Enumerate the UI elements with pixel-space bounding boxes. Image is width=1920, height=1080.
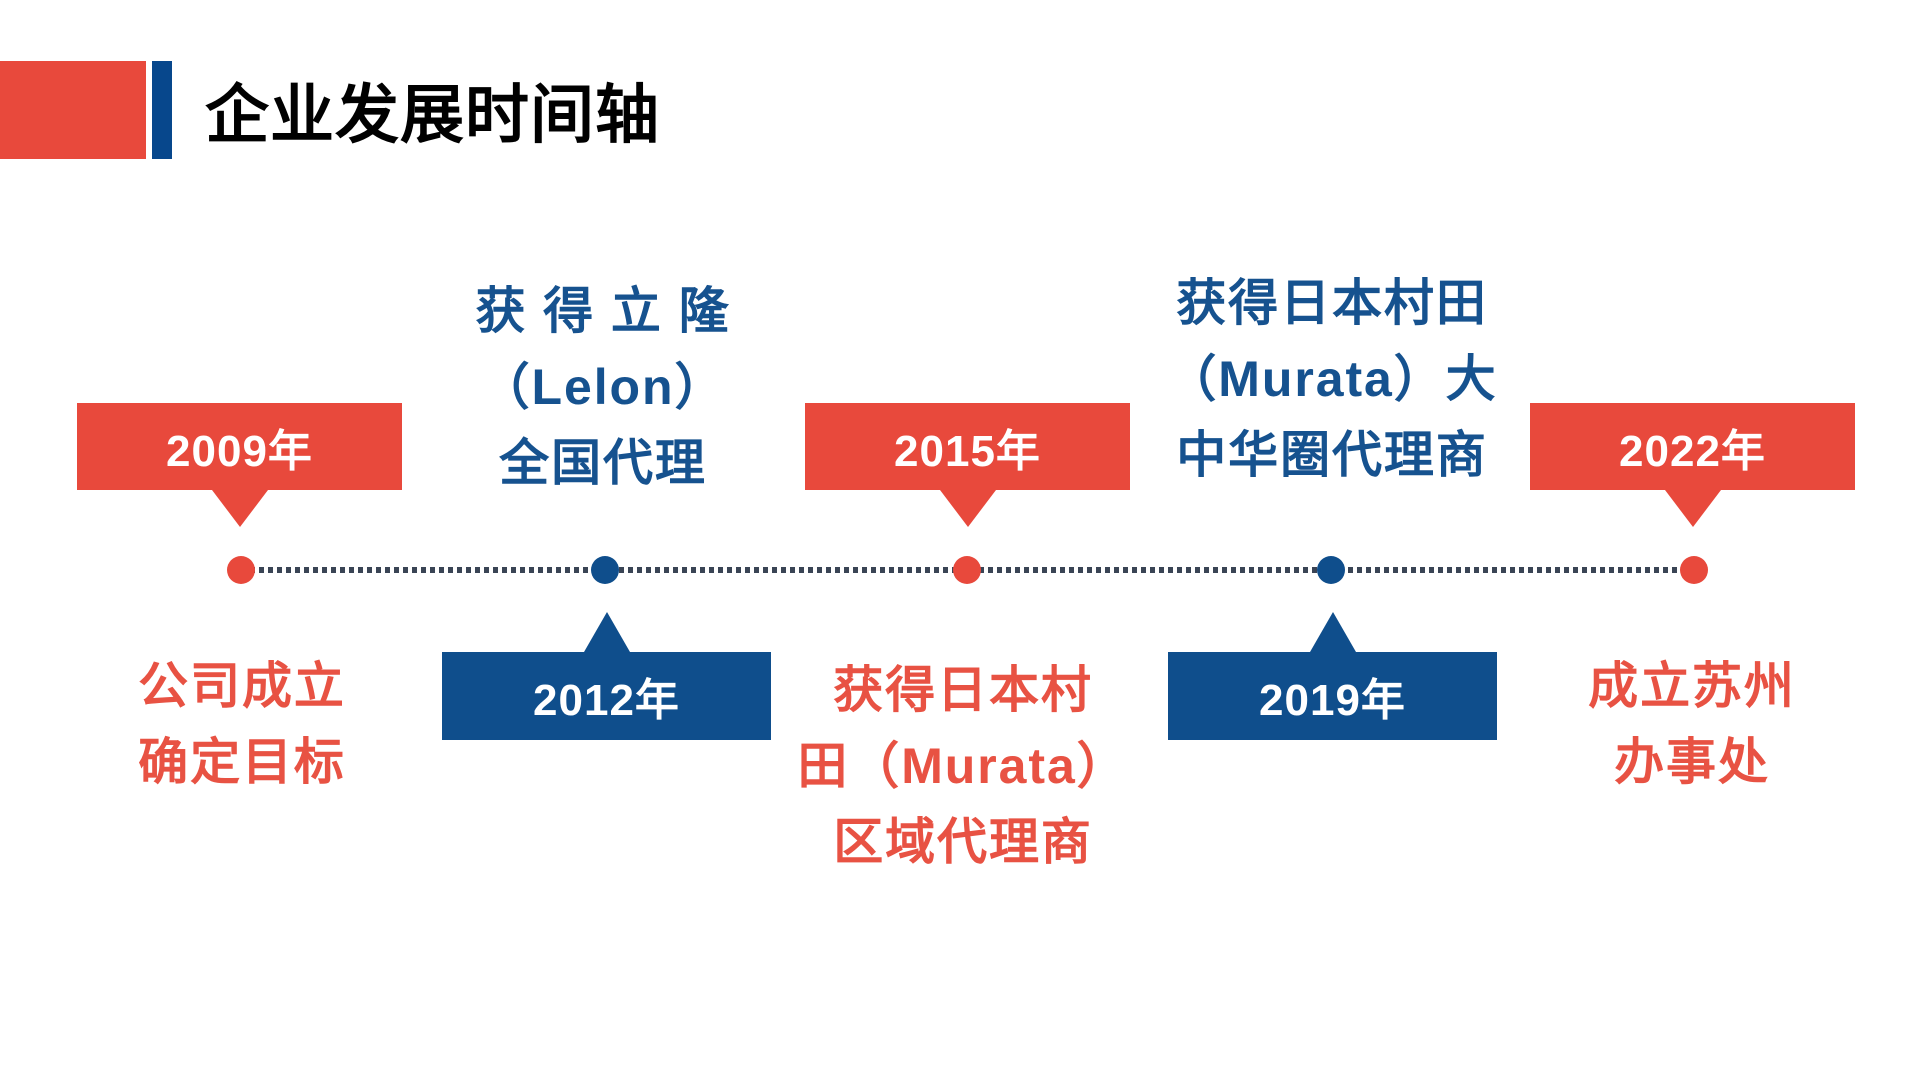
description-line: 获得日本村 [833, 662, 1093, 718]
description-line: 公司成立 [138, 658, 346, 714]
description-line: 办事处 [1614, 734, 1770, 790]
year-label-2015: 2015年 [894, 426, 1041, 476]
description-line: 全国代理 [499, 435, 707, 491]
description-line: 区域代理商 [833, 814, 1093, 870]
description-line: （Lelon） [479, 359, 727, 415]
timeline-dot-2019 [1317, 556, 1345, 584]
event-description-2012: 获 得 立 隆 （Lelon） 全国代理 [403, 273, 803, 501]
event-description-2022: 成立苏州 办事处 [1492, 648, 1892, 800]
callout-pointer-down [211, 490, 268, 527]
page-title: 企业发展时间轴 [205, 79, 660, 151]
timeline-dot-2012 [591, 556, 619, 584]
event-description-2015: 获得日本村 田（Murata） 区域代理商 [763, 652, 1163, 880]
callout-pointer-down [1664, 490, 1721, 527]
description-line: 确定目标 [138, 734, 346, 790]
year-label-2012: 2012年 [533, 676, 680, 725]
callout-2012: 2012年 [442, 612, 771, 740]
header-accent-red-block [0, 61, 146, 159]
description-line: 田（Murata） [797, 738, 1129, 794]
callout-2015: 2015年 [805, 403, 1130, 527]
event-description-2019: 获得日本村田 （Murata）大 中华圈代理商 [1132, 265, 1532, 493]
timeline-dot-2009 [227, 556, 255, 584]
description-line: 获得日本村田 [1176, 275, 1488, 331]
callout-pointer-up [583, 612, 630, 652]
header-accent-blue-bar [152, 61, 172, 159]
year-label-2019: 2019年 [1259, 676, 1406, 725]
description-line: 成立苏州 [1588, 658, 1796, 714]
year-label-2009: 2009年 [166, 426, 313, 476]
description-line: 获 得 立 隆 [475, 283, 731, 339]
description-line: 中华圈代理商 [1176, 427, 1488, 483]
timeline-dot-2015 [953, 556, 981, 584]
year-label-2022: 2022年 [1619, 426, 1766, 476]
callout-pointer-down [939, 490, 996, 527]
callout-2019: 2019年 [1168, 612, 1497, 740]
callout-pointer-up [1309, 612, 1356, 652]
callout-2022: 2022年 [1530, 403, 1855, 527]
callout-2009: 2009年 [77, 403, 402, 527]
timeline-dot-2022 [1680, 556, 1708, 584]
description-line: （Murata）大 [1166, 351, 1498, 407]
event-description-2009: 公司成立 确定目标 [42, 648, 442, 800]
